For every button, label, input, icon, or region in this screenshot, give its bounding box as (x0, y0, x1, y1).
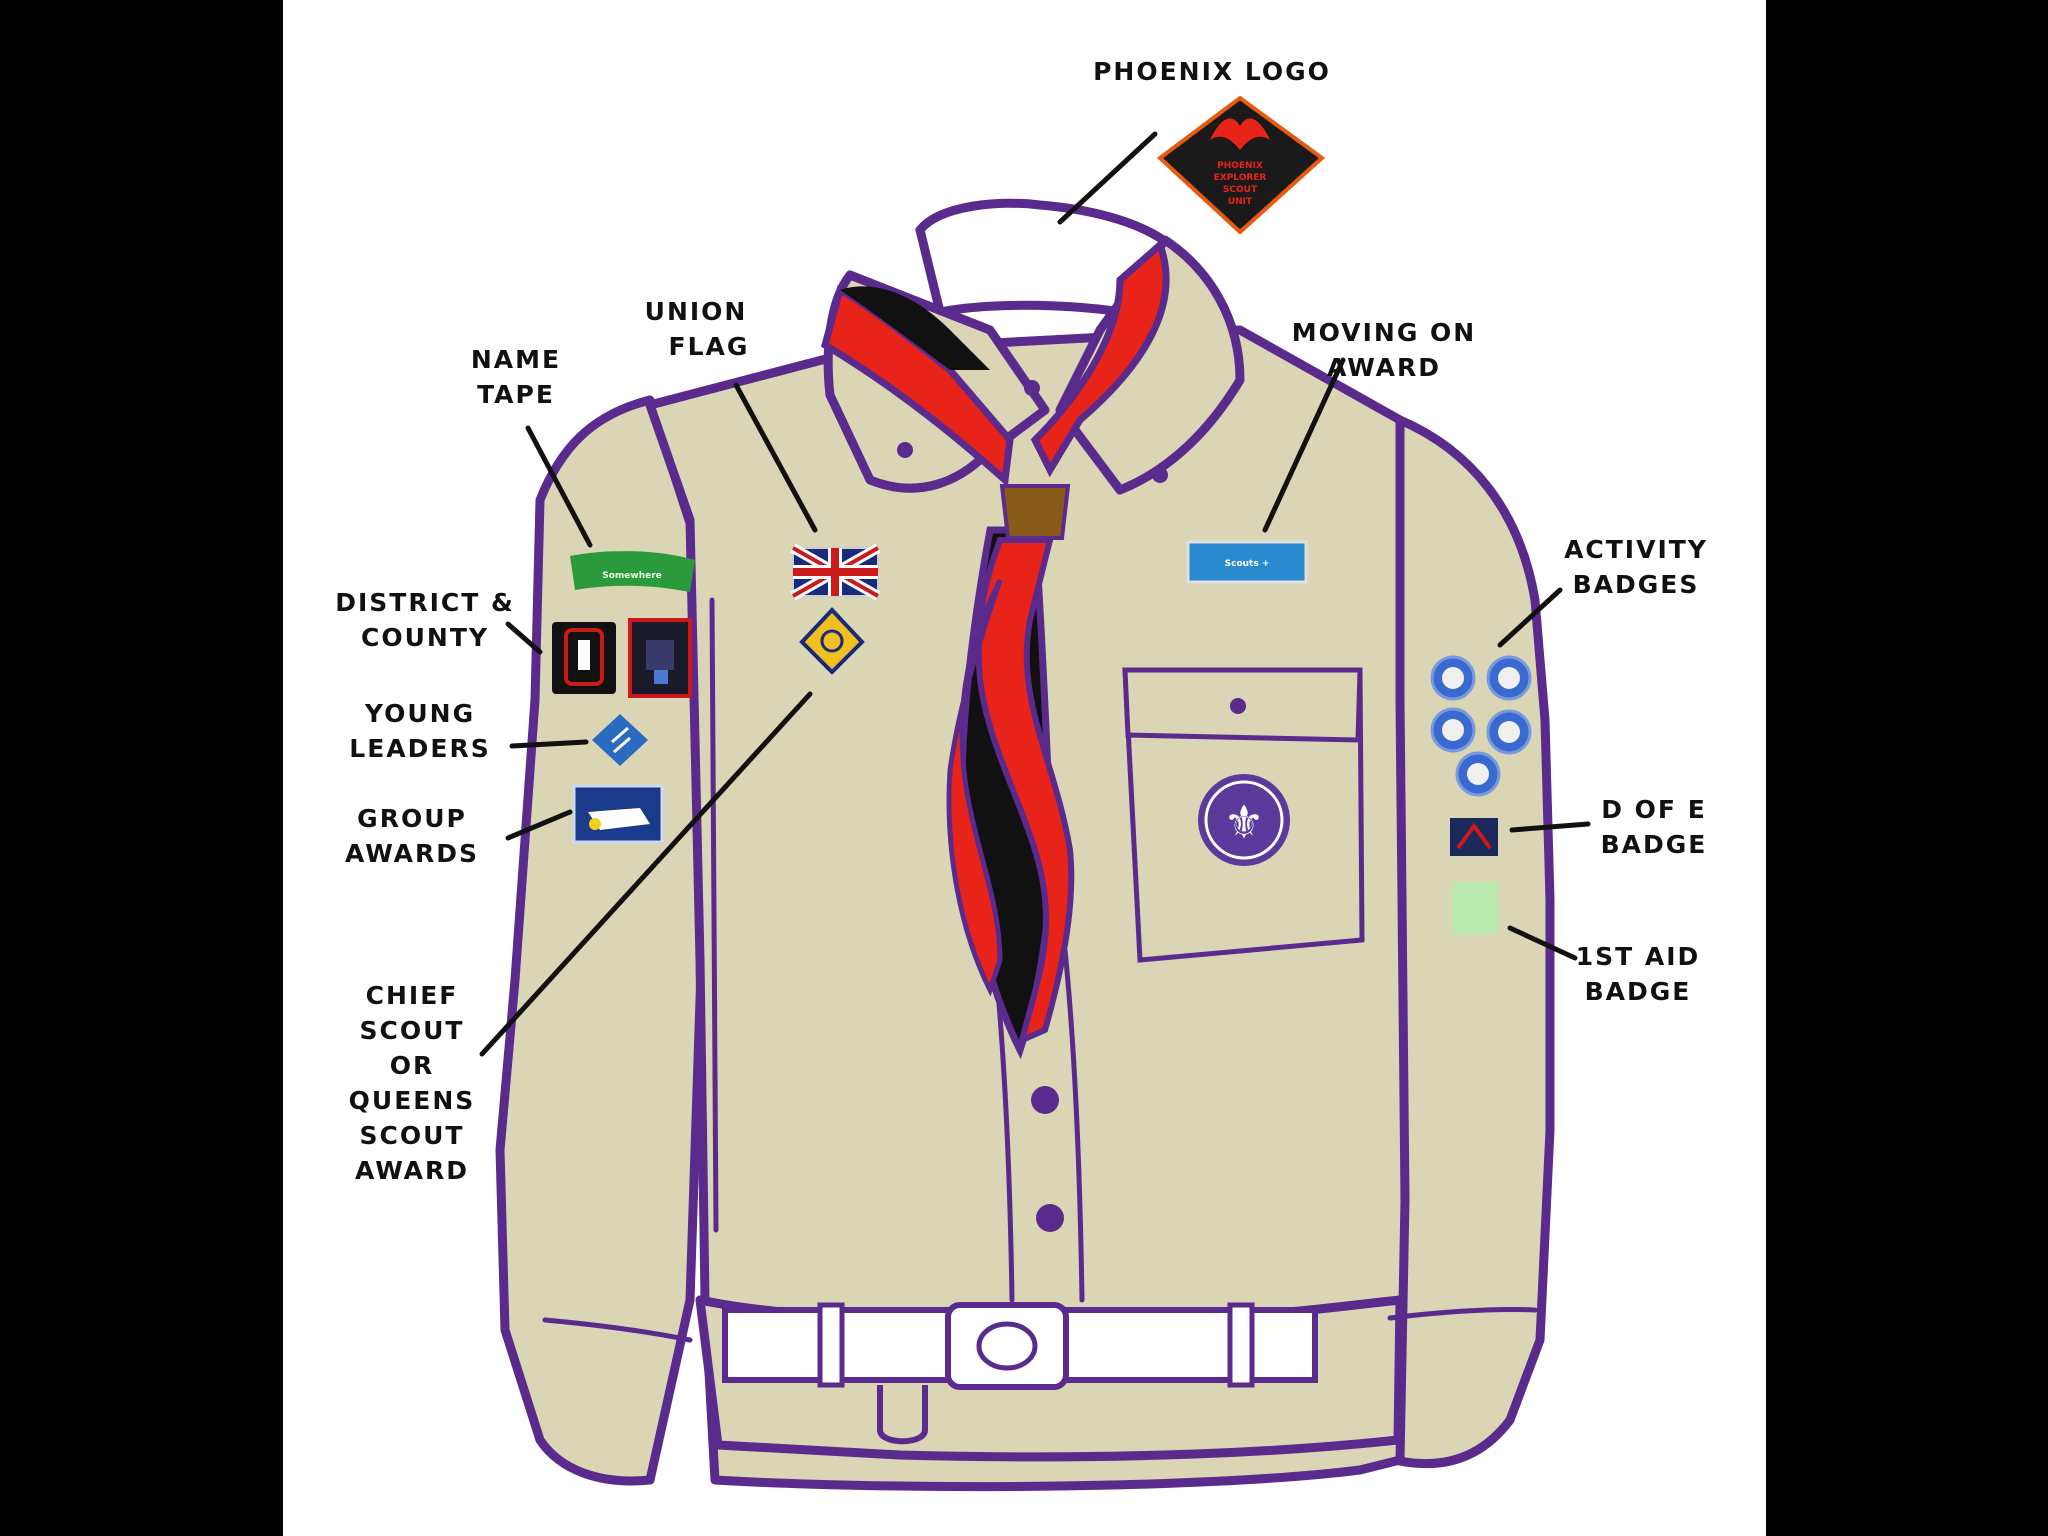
young-leaders-badge (592, 714, 648, 766)
collar-band (915, 198, 1175, 326)
label-moving-on: AWARD (1327, 353, 1441, 382)
activity-badge (1486, 709, 1532, 755)
shirt-button (1031, 1086, 1059, 1114)
phoenix-badge-text: PHOENIX (1217, 161, 1263, 171)
label-young-leaders: LEADERS (349, 734, 490, 763)
belt-loop (817, 1302, 845, 1388)
buckle-ring (976, 1321, 1038, 1371)
label-chief-scout: QUEENS (349, 1086, 476, 1115)
group-awards-badge (572, 784, 664, 844)
label-first-aid: BADGE (1585, 977, 1692, 1006)
label-group-awards: GROUP (357, 804, 467, 833)
activity-leader (1497, 587, 1563, 648)
label-chief-scout: CHIEF (366, 981, 459, 1010)
label-name-tape: TAPE (477, 380, 555, 409)
label-activity-badges: ACTIVITY (1564, 535, 1708, 564)
label-first-aid: 1ST AID (1576, 942, 1701, 971)
first-aid-badge (1452, 882, 1498, 934)
name-tape-badge: Somewhere (570, 551, 695, 592)
label-moving-on: MOVING ON (1292, 318, 1476, 347)
phoenix-logo-badge: PHOENIX EXPLORER SCOUT UNIT (1156, 95, 1326, 235)
group-awards-leader (505, 809, 573, 841)
label-name-tape: NAME (471, 345, 561, 374)
activity-badges-group (1430, 655, 1532, 797)
label-d-of-e: D OF E (1601, 795, 1707, 824)
phoenix-leader (1057, 131, 1158, 225)
necker-tail-red (975, 537, 1075, 1046)
activity-badge (1455, 751, 1501, 797)
fleur-de-lis-emblem (1198, 774, 1290, 866)
belt-d-ring (877, 1385, 928, 1445)
union-flag-leader (733, 382, 818, 533)
label-union-flag: UNION (645, 297, 748, 326)
chief-scout-leader (479, 691, 813, 1057)
belt-loop (1227, 1302, 1255, 1388)
moving-on-badge: Scouts + (1186, 540, 1308, 584)
d-of-e-badge (1450, 818, 1498, 856)
right-side-seam (1395, 607, 1407, 1243)
belt (722, 1302, 1318, 1445)
pocket-button (1230, 698, 1246, 714)
d-of-e-leader (1509, 821, 1591, 833)
label-phoenix-logo: PHOENIX LOGO (1093, 57, 1331, 86)
district-badge (552, 622, 616, 694)
necker-right (1030, 238, 1170, 478)
moving-on-leader (1262, 357, 1346, 533)
woggle (999, 484, 1071, 540)
label-chief-scout: AWARD (355, 1156, 469, 1185)
label-district-county: DISTRICT & (335, 588, 515, 617)
name-tape-leader (525, 425, 593, 548)
chief-scout-badge (799, 607, 865, 675)
district-leader (505, 621, 543, 655)
collar-right-wing (1055, 235, 1245, 495)
belt-buckle (945, 1302, 1069, 1390)
pocket: ⚜ (1122, 667, 1365, 963)
necker (820, 238, 1170, 1060)
label-d-of-e: BADGE (1601, 830, 1708, 859)
collar-button (897, 442, 913, 458)
right-cuff-line (1387, 1306, 1538, 1321)
left-cuff-line (542, 1317, 693, 1343)
activity-badge (1486, 655, 1532, 701)
activity-badge (1430, 707, 1476, 753)
young-leaders-leader (509, 739, 589, 749)
county-badge (628, 618, 692, 698)
label-district-county: COUNTY (361, 623, 489, 652)
fleur-de-lis-icon: ⚜ (1223, 795, 1264, 849)
left-side-seam (709, 597, 719, 1233)
phoenix-badge-text: SCOUT (1223, 185, 1258, 195)
phoenix-badge-text: UNIT (1228, 197, 1253, 207)
leader-lines (479, 131, 1591, 1057)
first-aid-leader (1507, 925, 1578, 961)
label-chief-scout: SCOUT (360, 1016, 465, 1045)
shirt-button (1036, 1204, 1064, 1232)
name-tape-text: Somewhere (602, 571, 662, 581)
label-young-leaders: YOUNG (364, 699, 475, 728)
activity-badge (1430, 655, 1476, 701)
label-chief-scout: SCOUT (360, 1121, 465, 1150)
union-flag-badge (790, 543, 881, 601)
collar-button (1024, 380, 1040, 396)
label-union-flag: FLAG (669, 332, 750, 361)
collar-button (1152, 467, 1168, 483)
moving-on-text: Scouts + (1225, 559, 1270, 569)
labels: PHOENIX LOGO UNION FLAG NAME TAPE MOVING… (335, 57, 1708, 1185)
placket-right (1062, 947, 1085, 1303)
label-group-awards: AWARDS (345, 839, 479, 868)
label-chief-scout: OR (390, 1051, 435, 1080)
label-activity-badges: BADGES (1573, 570, 1700, 599)
phoenix-badge-text: EXPLORER (1214, 173, 1267, 183)
